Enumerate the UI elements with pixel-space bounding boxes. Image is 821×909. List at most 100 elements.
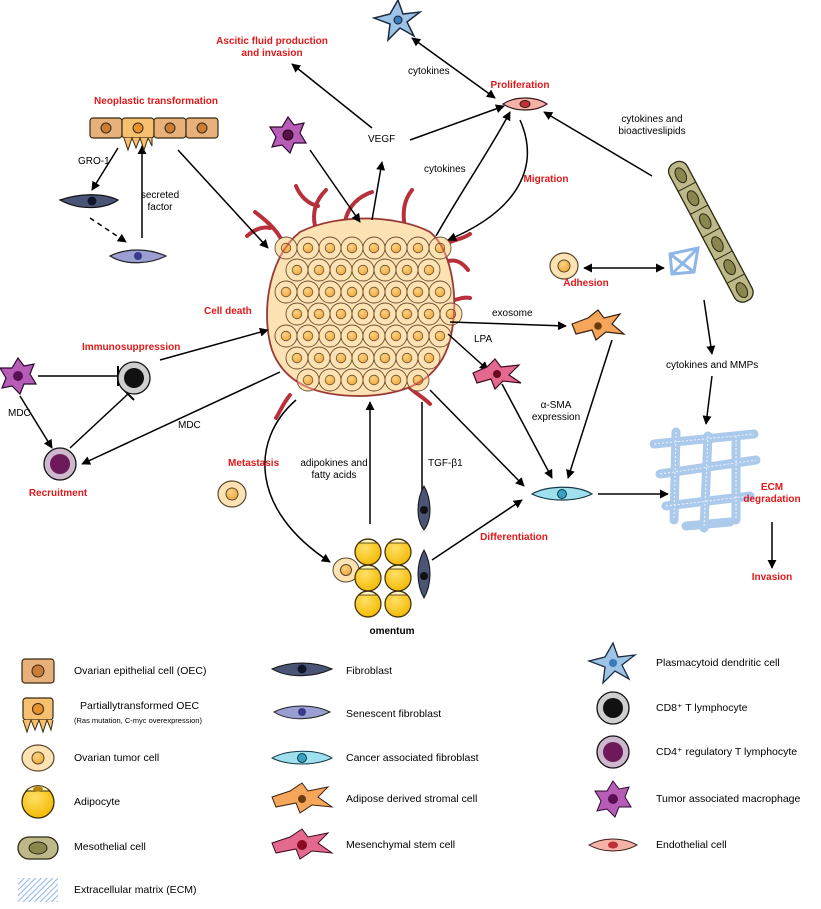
label-cytokines-mmps: cytokines and MMPs: [666, 360, 759, 371]
tumor-cell-nucleus: [368, 286, 380, 298]
ecm-large: [649, 427, 761, 533]
tumor-cell-nucleus: [412, 330, 424, 342]
arrows: [19, 37, 777, 569]
tumor-mass: [245, 184, 472, 420]
legend-cd8-icon: [596, 691, 630, 725]
label-cytokines-mid: cytokines: [424, 164, 466, 175]
label-ecm-degradation: ECM degradation: [743, 482, 801, 505]
adipocyte-nucleus-cap: [388, 539, 408, 544]
mesenchymal-stem-cell: [472, 358, 522, 391]
tumor-cell-nucleus: [302, 242, 314, 254]
tumor-cell-nucleus: [291, 264, 303, 276]
label-tgf: TGF-β1: [428, 458, 463, 469]
label-ascitic: Ascitic fluid production and invasion: [216, 36, 328, 59]
legend-icons: [17, 641, 639, 902]
tumor-cell-nucleus: [368, 374, 380, 386]
tumor-cell-nucleus: [291, 308, 303, 320]
label-recruitment: Recruitment: [28, 488, 88, 499]
label-exosome: exosome: [492, 308, 533, 319]
tumor-cell-nucleus: [379, 308, 391, 320]
tumor-cell-nucleus: [379, 352, 391, 364]
label-vegf: VEGF: [368, 134, 396, 145]
tumor-cell-nucleus: [379, 264, 391, 276]
cd4-regulatory-t-lymphocyte: [43, 447, 77, 481]
tumor-cell-nucleus: [390, 374, 402, 386]
plasmacytoid-dendritic-cell-top: [371, 0, 423, 43]
legend-partial-oec-icon: [22, 697, 54, 734]
label-omentum: omentum: [369, 626, 415, 637]
cancer-associated-fibroblast: [530, 486, 594, 501]
adipocyte-nucleus-cap: [358, 565, 378, 570]
tumor-cell-nucleus: [291, 352, 303, 364]
adipocyte-nucleus-cap: [358, 539, 378, 544]
label-cytokines-lipids: cytokines and bioactiveslipids: [618, 114, 686, 137]
tumor-cell-nucleus: [313, 264, 325, 276]
endothelial-cell-proliferation: [501, 97, 549, 111]
tumor-cell-nucleus: [357, 308, 369, 320]
legend-partial-oec-label: Partiallytransformed OEC: [80, 700, 200, 712]
fibroblast-cell: [58, 194, 120, 209]
legend-mesothelial-icon: [17, 836, 59, 860]
legend-fibroblast-icon: [270, 662, 334, 677]
label-secreted-factor: secreted factor: [140, 190, 180, 213]
tumor-associated-macrophage-top: [268, 115, 308, 155]
senescent-fibroblast-cell: [108, 249, 168, 264]
tumor-cell-nucleus: [423, 308, 435, 320]
tumor-cell-nucleus: [313, 308, 325, 320]
legend-msc-label: Mesenchymal stem cell: [346, 839, 456, 851]
legend-senescent-icon: [272, 705, 332, 720]
tumor-cell-nucleus: [280, 330, 292, 342]
tumor-cell-nucleus: [368, 330, 380, 342]
tumor-cell-nucleus: [434, 286, 446, 298]
legend-pdc-icon: [586, 641, 638, 685]
label-mdc-mid: MDC: [178, 420, 201, 431]
tumor-cell-nucleus: [335, 308, 347, 320]
legend-msc-icon: [271, 828, 334, 860]
tumor-cell-nucleus: [313, 352, 325, 364]
legend-partial-oec-note: (Ras mutation, C-myc overexpression): [74, 716, 202, 725]
tumor-cell-nucleus: [324, 330, 336, 342]
legend-oec-label: Ovarian epithelial cell (OEC): [74, 665, 207, 677]
label-differentiation: Differentiation: [480, 532, 548, 543]
tumor-cell-nucleus: [434, 330, 446, 342]
legend-ecm-icon: [18, 878, 58, 902]
legend-tumor-cell-icon: [21, 744, 55, 772]
tumor-cell-nucleus: [302, 374, 314, 386]
legend-cd4-icon: [596, 735, 630, 769]
adipocyte-nucleus-cap: [388, 591, 408, 596]
cd8-t-lymphocyte: [117, 361, 151, 395]
legend-endothelial-icon: [587, 838, 639, 852]
tumor-cell-nucleus: [324, 242, 336, 254]
legend-adipocyte-icon: [21, 785, 55, 819]
label-mdc-left: MDC: [8, 408, 31, 419]
legend-tam-label: Tumor associated macrophage: [656, 793, 801, 805]
label-lpa: LPA: [474, 334, 493, 345]
tumor-cell-nucleus: [412, 286, 424, 298]
ecm-small: [668, 246, 700, 276]
legend-cd8-label: CD8⁺ T lymphocyte: [656, 702, 748, 714]
legend-tumor-cell-label: Ovarian tumor cell: [74, 752, 160, 764]
legend-adsc-label: Adipose derived stromal cell: [346, 793, 478, 805]
label-invasion: Invasion: [751, 572, 793, 583]
tumor-cell-nucleus: [324, 286, 336, 298]
legend-fibroblast-label: Fibroblast: [346, 665, 393, 677]
legend-adsc-icon: [271, 782, 334, 814]
mesothelial-cell-chain: [667, 160, 754, 303]
legend-oec-icon: [21, 658, 55, 684]
tumor-cell-nucleus: [390, 286, 402, 298]
legend-tam-icon: [594, 780, 632, 818]
label-migration: Migration: [523, 174, 569, 185]
tumor-cell-nucleus: [335, 352, 347, 364]
legend-senescent-label: Senescent fibroblast: [346, 708, 442, 720]
tumor-cell-nucleus: [401, 264, 413, 276]
tumor-cell-nucleus: [390, 242, 402, 254]
label-immunosuppression: Immunosuppression: [82, 342, 181, 353]
oec-row: [89, 117, 219, 152]
label-cytokines-top: cytokines: [408, 66, 450, 77]
label-neoplastic: Neoplastic transformation: [94, 96, 218, 107]
legend-adipocyte-label: Adipocyte: [74, 796, 121, 808]
legend-caf-icon: [270, 750, 334, 765]
label-proliferation: Proliferation: [490, 80, 550, 91]
label-adhesion: Adhesion: [563, 278, 609, 289]
